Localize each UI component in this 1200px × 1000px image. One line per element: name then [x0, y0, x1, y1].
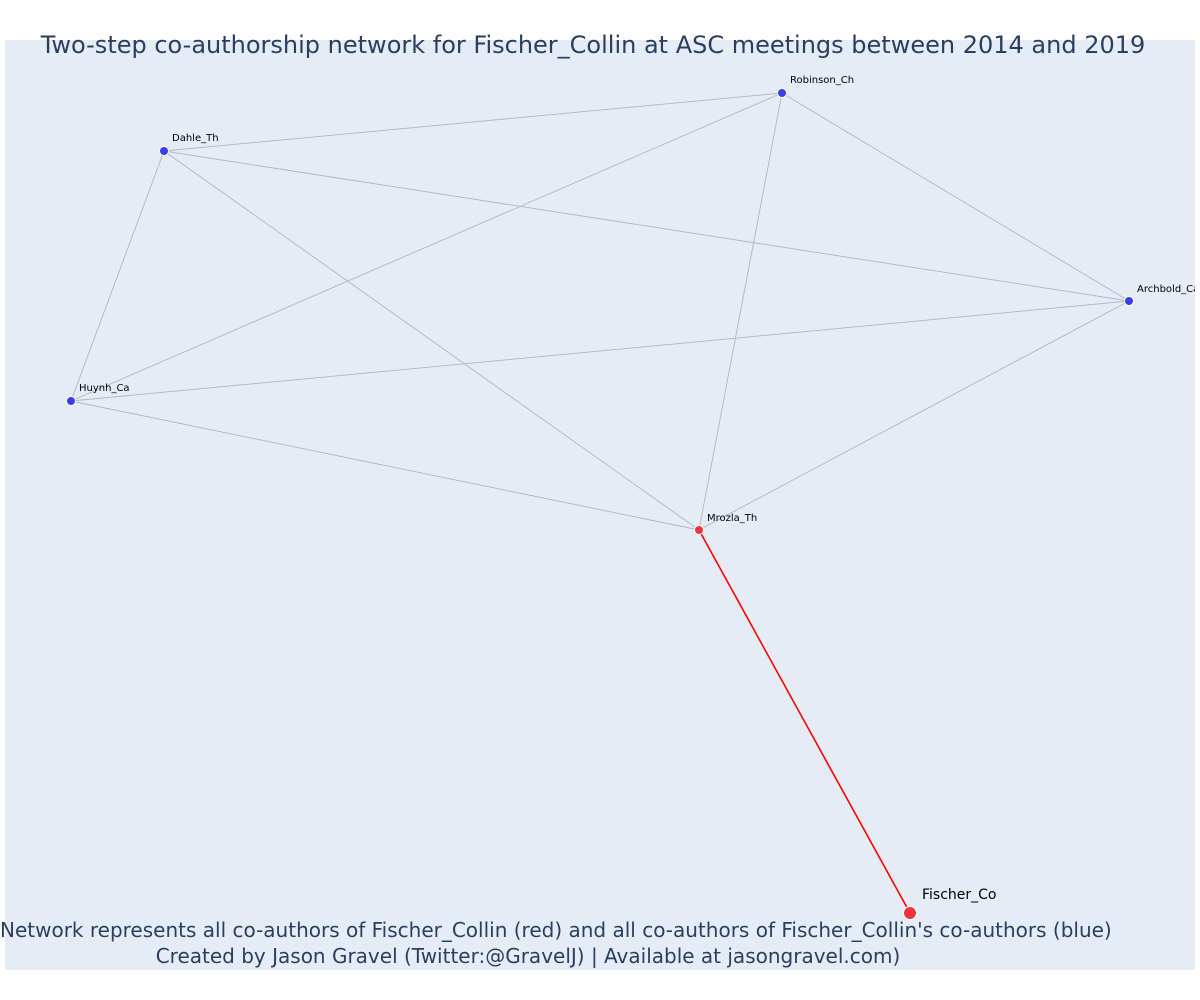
node-label: Archbold_Ca — [1137, 284, 1195, 295]
page-title: Two-step co-authorship network for Fisch… — [40, 31, 1146, 59]
edge-Dahle_Th-Huynh_Ca — [70, 150, 165, 402]
node-Huynh_Ca[interactable]: Huynh_Ca — [66, 383, 130, 406]
edge-Mrozla_Th-Dahle_Th — [163, 150, 700, 531]
edge-Dahle_Th-Archbold_Ca — [163, 150, 1130, 302]
node-Robinson_Ch[interactable]: Robinson_Ch — [777, 75, 855, 98]
edge-Fischer_Co-Mrozla_Th — [698, 529, 911, 914]
node-label: Dahle_Th — [172, 133, 219, 144]
node-marker[interactable] — [694, 525, 704, 535]
node-Fischer_Co[interactable]: Fischer_Co — [903, 887, 997, 920]
node-label: Fischer_Co — [922, 887, 997, 903]
node-marker[interactable] — [159, 146, 169, 156]
edge-Archbold_Ca-Huynh_Ca — [70, 300, 1130, 402]
node-marker[interactable] — [1124, 296, 1134, 306]
edge-Robinson_Ch-Huynh_Ca — [70, 92, 783, 402]
network-graph: Fischer_Co Mrozla_Th Robinson_ChDahle_ThAr… — [66, 75, 1196, 920]
node-Dahle_Th[interactable]: Dahle_Th — [159, 133, 219, 156]
caption-description: Network represents all co-authors of Fis… — [0, 918, 1112, 942]
edge-layer — [70, 92, 1130, 914]
edge-Mrozla_Th-Archbold_Ca — [698, 300, 1130, 531]
caption-credit: Created by Jason Gravel (Twitter:@Gravel… — [155, 944, 901, 968]
node-Mrozla_Th[interactable]: Mrozla_Th — [694, 513, 758, 535]
node-marker[interactable] — [66, 396, 76, 406]
node-layer: Fischer_Co Mrozla_Th Robinson_ChDahle_ThAr… — [66, 75, 1196, 920]
node-marker[interactable] — [777, 88, 787, 98]
node-label: Robinson_Ch — [790, 75, 854, 86]
node-marker[interactable] — [903, 906, 917, 920]
node-label: Huynh_Ca — [79, 383, 130, 394]
edge-Mrozla_Th-Huynh_Ca — [70, 400, 700, 531]
node-label: Mrozla_Th — [707, 513, 757, 524]
edge-Robinson_Ch-Dahle_Th — [163, 92, 783, 152]
node-Archbold_Ca[interactable]: Archbold_Ca — [1124, 284, 1196, 306]
edge-Robinson_Ch-Archbold_Ca — [781, 92, 1130, 302]
edge-Mrozla_Th-Robinson_Ch — [698, 92, 783, 531]
